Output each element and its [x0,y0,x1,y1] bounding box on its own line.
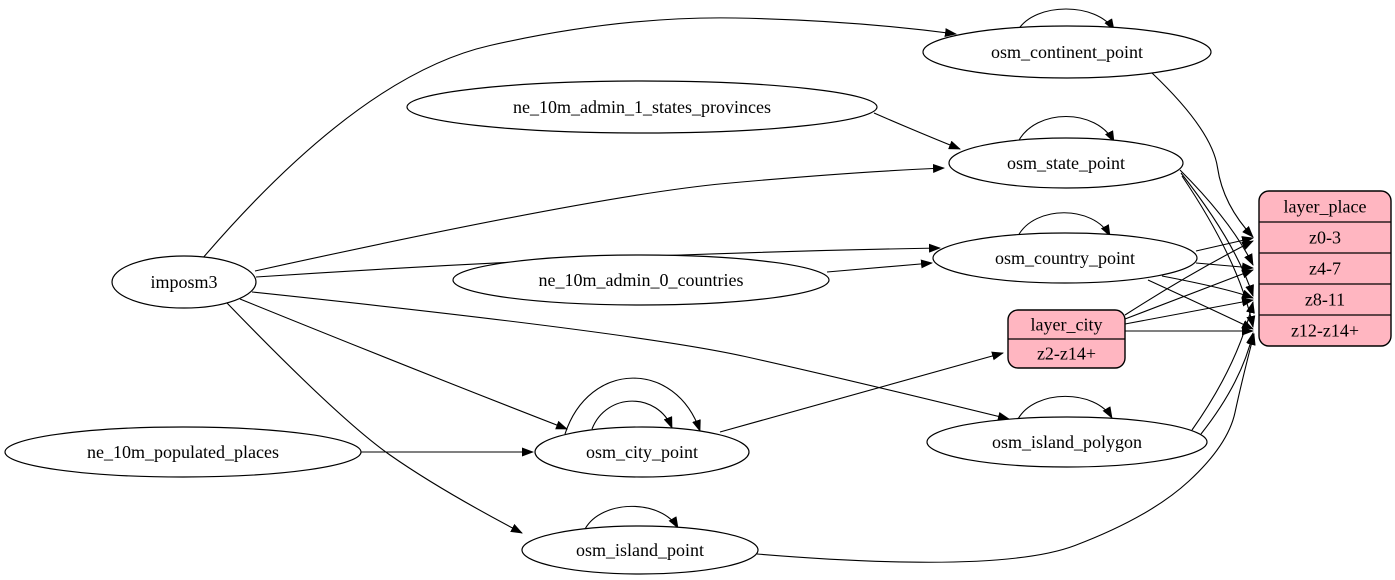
node-osm_island_point: osm_island_point [521,525,759,575]
node-shape-osm_continent_point [922,25,1212,79]
node-shape-ne_10m_admin_1_states_provinces [406,80,878,134]
edge-osm_island_polygon-to-layer_place-z8-11 [1191,301,1255,431]
edge-osm_country_point-to-layer_place-z4-7 [1195,262,1254,272]
node-label-osm_island_point: osm_island_point [576,540,704,560]
edge-osm_state_point-to-layer_place-z8-11 [1180,172,1254,297]
record-row-layer_place-z8-11: z8-11 [1305,290,1345,310]
node-label-osm_continent_point: osm_continent_point [991,42,1143,62]
edge-osm_country_point-to-layer_place-z0-3 [1195,236,1254,252]
node-imposm3: imposm3 [111,255,257,309]
edge-osm_continent_point-to-layer_place-z0-3 [1151,72,1254,238]
node-shape-ne_10m_populated_places [4,426,362,478]
node-label-osm_state_point: osm_state_point [1007,153,1125,173]
record-layer_city: layer_city z2-z14+ [1007,309,1126,369]
node-label-ne_10m_admin_1_states_provinces: ne_10m_admin_1_states_provinces [513,97,771,117]
edge-osm_city_point-to-layer_city-z2-z14+ [719,351,1004,433]
self-loop-osm_city_point [564,377,701,435]
node-label-ne_10m_populated_places: ne_10m_populated_places [87,442,279,462]
node-osm_country_point: osm_country_point [932,232,1198,284]
record-row-layer_city-z2-z14+: z2-z14+ [1037,344,1096,364]
edge-osm_state_point-to-layer_place-z4-7 [1179,169,1254,266]
record-row-layer_place-z12-z14+: z12-z14+ [1291,321,1359,341]
self-loop-osm_island_polygon [1017,395,1113,420]
self-loop-osm_city_point [591,400,673,430]
record-row-layer_place-z0-3: z0-3 [1309,228,1341,248]
node-osm_island_polygon: osm_island_polygon [926,416,1208,468]
self-loop-osm_country_point [1017,212,1111,237]
edge-imposm3-to-osm_continent_point [201,17,957,260]
node-label-imposm3: imposm3 [150,272,217,292]
self-loop-osm_state_point [1017,115,1115,143]
edge-imposm3-to-osm_island_point [226,302,523,534]
edge-imposm3-to-osm_city_point [239,298,568,430]
node-osm_state_point: osm_state_point [948,137,1184,189]
node-osm_continent_point: osm_continent_point [922,25,1212,79]
self-loop-osm_continent_point [1017,8,1115,31]
record-layer_place: layer_place z0-3 z4-7 z8-11 z12-z14+ [1258,190,1392,347]
node-ne_10m_populated_places: ne_10m_populated_places [4,426,362,478]
node-label-ne_10m_admin_0_countries: ne_10m_admin_0_countries [539,270,744,290]
node-label-osm_city_point: osm_city_point [586,442,698,462]
edge-layer_city-to-layer_place-z8-11 [1124,297,1254,325]
node-shape-osm_city_point [534,426,750,478]
node-label-osm_country_point: osm_country_point [995,248,1135,268]
record-header-layer_city: layer_city [1031,315,1103,335]
node-ne_10m_admin_0_countries: ne_10m_admin_0_countries [452,254,830,306]
node-ne_10m_admin_1_states_provinces: ne_10m_admin_1_states_provinces [406,80,878,134]
node-shape-osm_state_point [948,137,1184,189]
record-header-layer_place: layer_place [1284,197,1367,217]
node-shape-imposm3 [111,255,257,309]
record-box-layer_place [1258,190,1392,347]
edge-ne_10m_admin_0_countries-to-osm_country_point [826,259,933,273]
node-shape-osm_country_point [932,232,1198,284]
node-osm_city_point: osm_city_point [534,426,750,478]
edge-imposm3-to-osm_state_point [254,163,945,272]
record-row-layer_place-z4-7: z4-7 [1309,259,1341,279]
node-shape-osm_island_point [521,525,759,575]
node-shape-osm_island_polygon [926,416,1208,468]
edge-osm_island_point-to-layer_place-z12-z14+ [756,333,1256,563]
node-label-osm_island_polygon: osm_island_polygon [992,432,1142,452]
self-loop-osm_island_point [584,505,679,530]
edge-imposm3-to-osm_island_polygon [251,291,1010,421]
edge-layer_city-to-layer_place-z0-3 [1124,240,1254,316]
edge-ne_10m_admin_1_states_provinces-to-osm_state_point [873,112,961,150]
node-shape-ne_10m_admin_0_countries [452,254,830,306]
edge-layer_city-to-layer_place-z4-7 [1124,269,1254,320]
